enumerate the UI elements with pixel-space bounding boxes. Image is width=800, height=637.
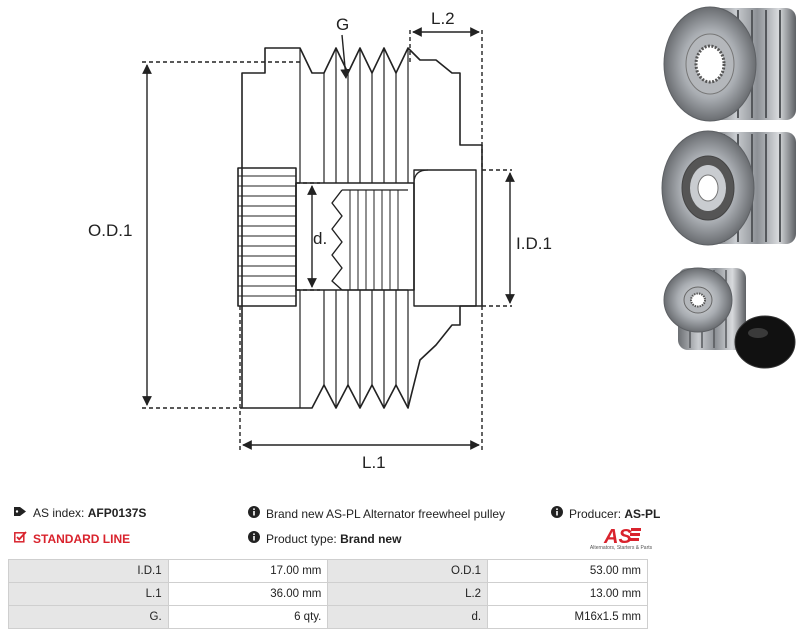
od1-label: O.D.1 [88, 221, 132, 240]
as-index-value: AFP0137S [87, 506, 147, 520]
thread-profile [331, 189, 343, 291]
spec-label: I.D.1 [8, 559, 169, 583]
standard-line-text: STANDARD LINE [33, 531, 131, 546]
logo-caption: Alternators, Starters & Parts [589, 545, 653, 551]
photo-pulley-angled [663, 267, 746, 350]
g-leader [340, 34, 351, 79]
checkbox-checked-icon [14, 531, 27, 546]
specs-table: I.D.1 17.00 mm O.D.1 53.00 mm L.1 36.00 … [8, 559, 648, 629]
d-label: d. [313, 229, 327, 248]
spline-teeth [238, 175, 296, 297]
id1-label: I.D.1 [516, 234, 552, 253]
table-row: I.D.1 17.00 mm O.D.1 53.00 mm [8, 559, 648, 583]
producer-line: Producer: AS-PL [551, 506, 660, 521]
l2-label: L.2 [431, 9, 455, 28]
spec-value: 6 qty. [167, 605, 329, 629]
g-label: G [336, 15, 349, 34]
info-icon [248, 531, 260, 546]
as-index-label: AS index: [33, 506, 85, 520]
spec-label: d. [327, 605, 489, 629]
product-photos [661, 6, 796, 369]
producer-value: AS-PL [624, 506, 661, 521]
hub-spline [237, 167, 297, 307]
product-type-value: Brand new [340, 531, 402, 546]
product-type-label: Product type: [266, 531, 337, 546]
thread-lines [349, 190, 399, 290]
as-pl-logo: AS [603, 526, 641, 548]
spec-value: M16x1.5 mm [487, 605, 648, 629]
table-row: L.1 36.00 mm L.2 13.00 mm [8, 582, 648, 606]
spec-label: L.2 [327, 582, 489, 606]
tag-icon [14, 506, 27, 520]
photo-cap [734, 315, 796, 369]
as-index-line: AS index: AFP0137S [14, 506, 146, 520]
product-type-line: Product type: Brand new [248, 531, 401, 546]
l1-label: L.1 [362, 453, 386, 472]
spec-value: 17.00 mm [167, 559, 329, 583]
spec-value: 36.00 mm [167, 582, 329, 606]
spec-value: 53.00 mm [487, 559, 648, 583]
spec-label: O.D.1 [327, 559, 489, 583]
description-line: Brand new AS-PL Alternator freewheel pul… [248, 506, 505, 521]
spec-value: 13.00 mm [487, 582, 648, 606]
standard-line-badge: STANDARD LINE [14, 531, 130, 546]
photo-pulley-front [663, 6, 796, 122]
pulley-outline [241, 47, 483, 409]
producer-label: Producer: [569, 506, 622, 521]
svg-text:AS: AS [603, 526, 632, 548]
spec-label: G. [8, 605, 169, 629]
photo-pulley-back [661, 130, 796, 246]
rib-lines [299, 48, 409, 408]
description-text: Brand new AS-PL Alternator freewheel pul… [266, 506, 506, 521]
technical-drawing: G L.2 O.D.1 I.D.1 d. L.1 [88, 9, 552, 472]
info-icon [248, 506, 260, 521]
info-icon [551, 506, 563, 521]
spec-label: L.1 [8, 582, 169, 606]
table-row: G. 6 qty. d. M16x1.5 mm [8, 605, 648, 629]
bearing-section [413, 169, 477, 307]
